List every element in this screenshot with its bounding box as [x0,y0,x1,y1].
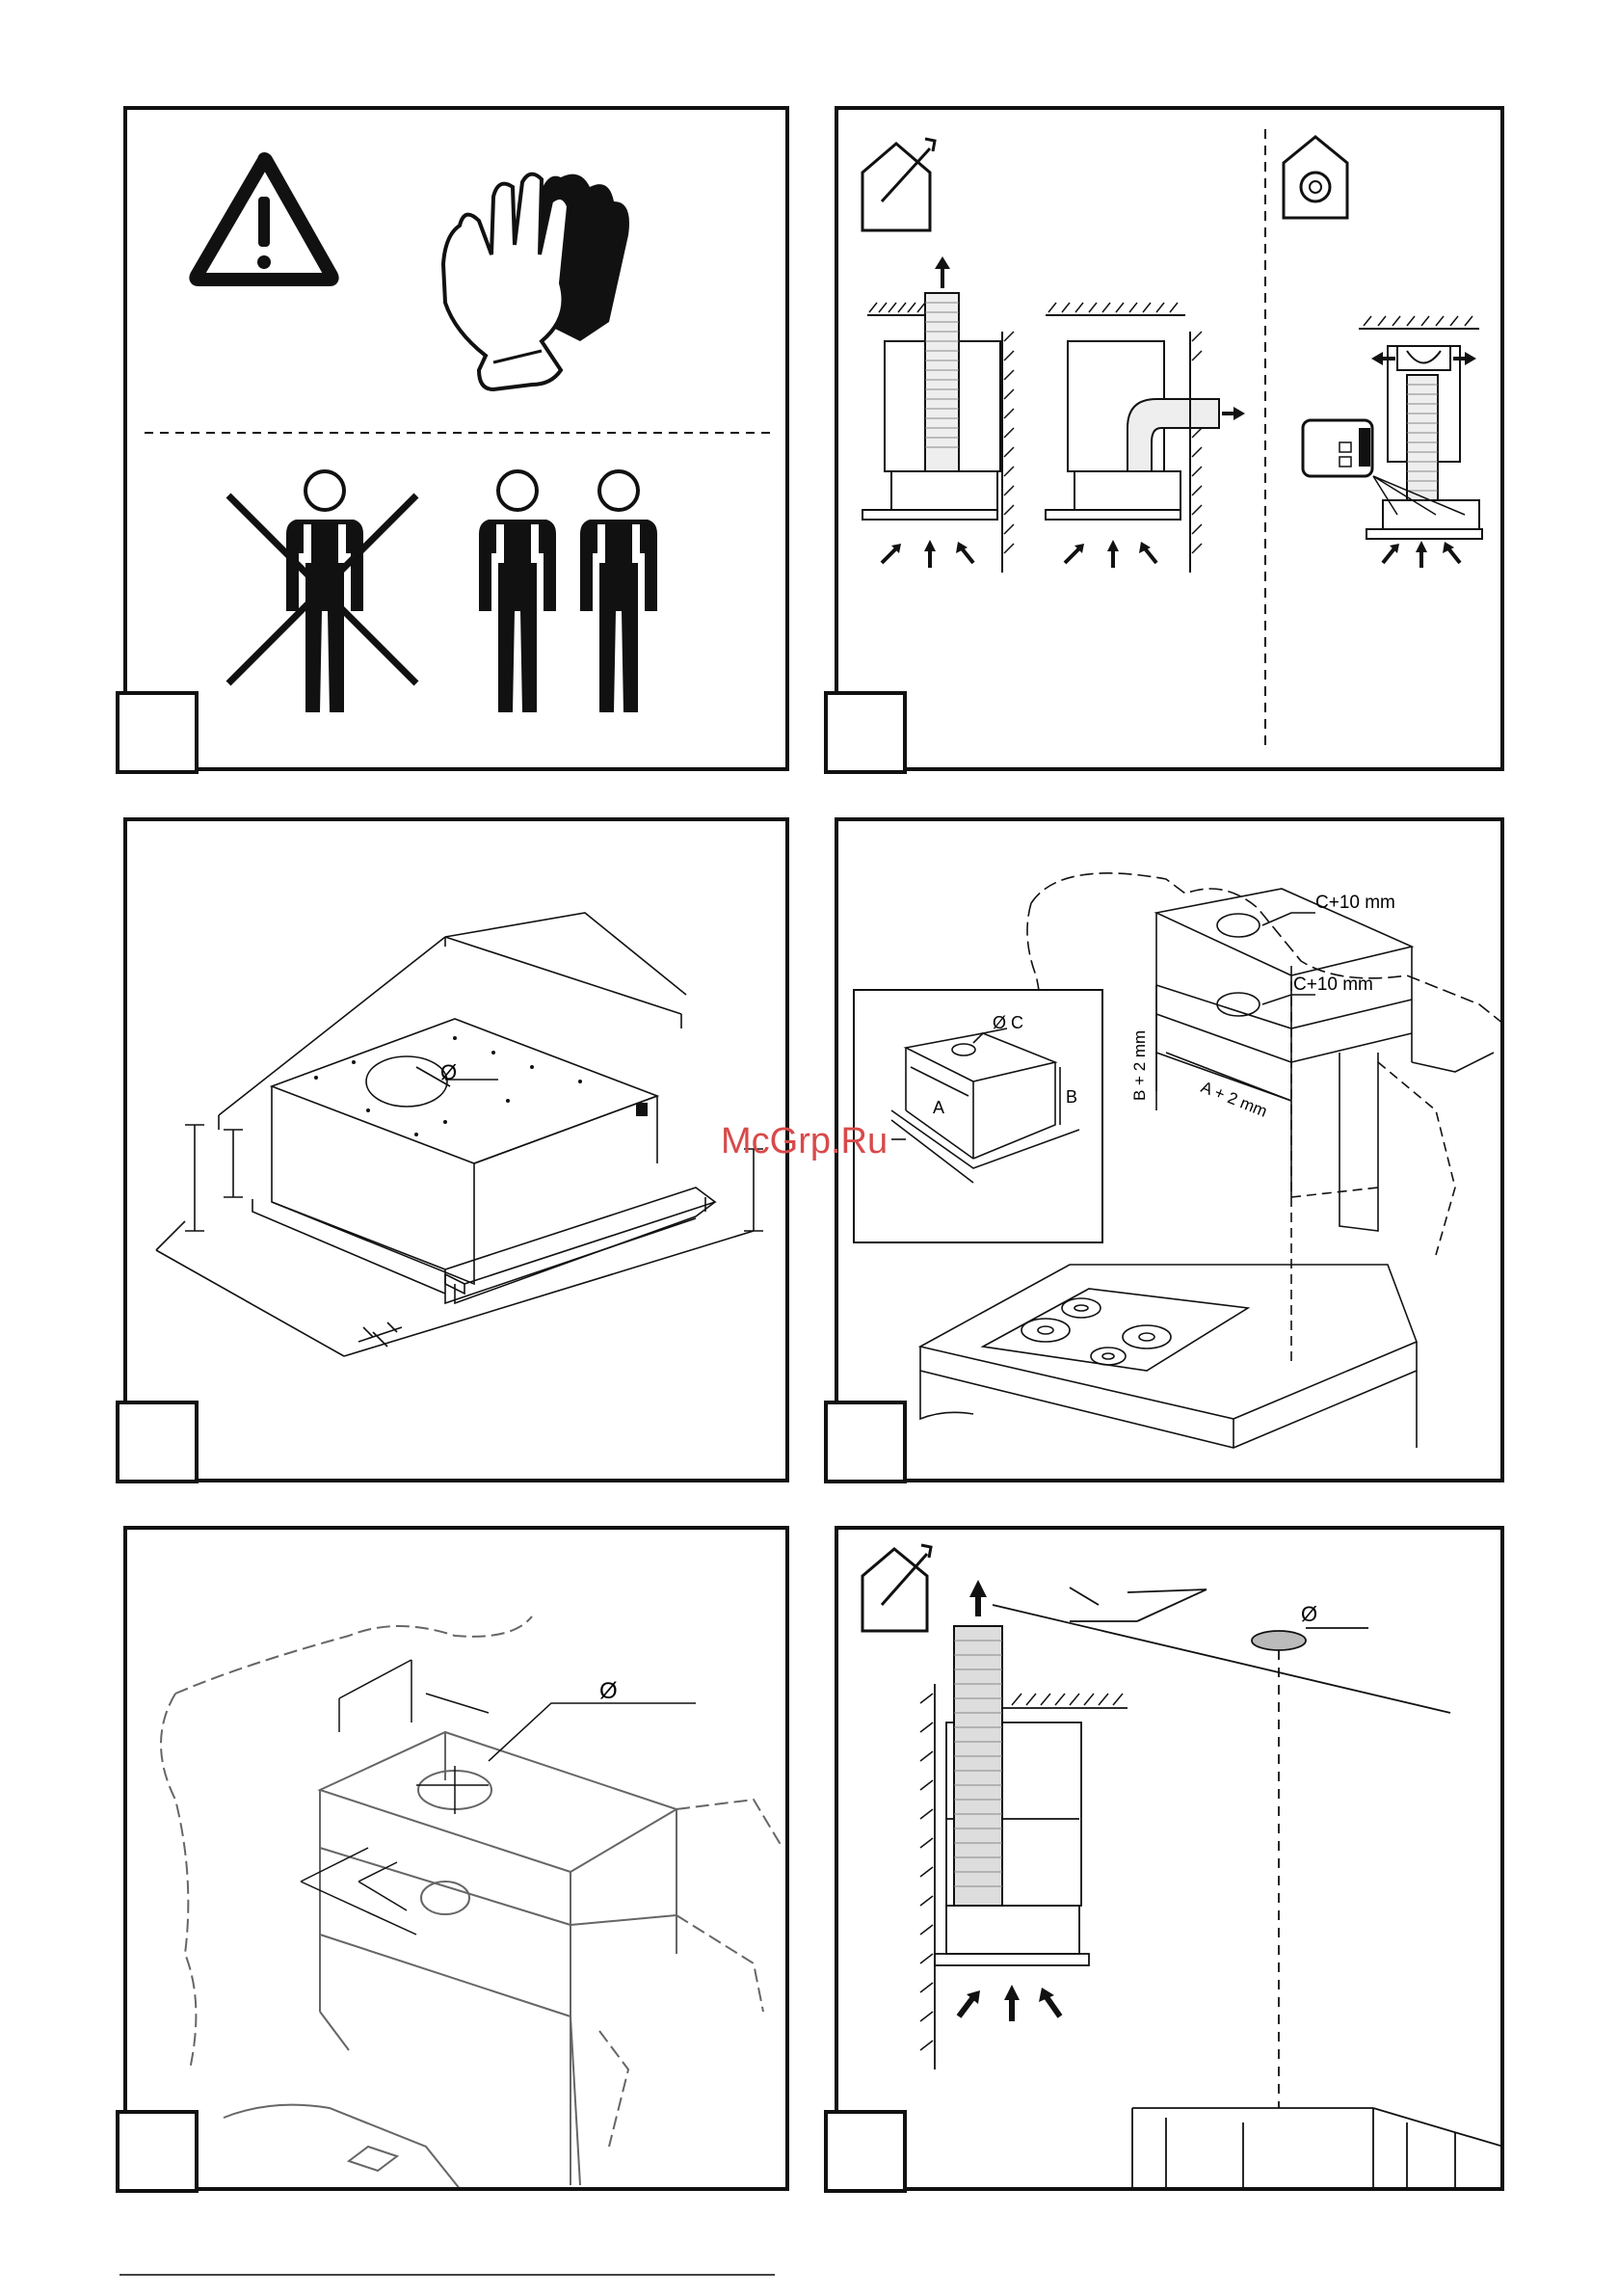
cabinet-hole-marking-panel: Ø [123,1526,789,2191]
ceiling-duct-panel: Ø [835,1526,1504,2191]
label-c-plus-10-upper: C+10 mm [1315,893,1395,913]
panel-number-box-6 [824,2110,907,2193]
exhaust-vertical-drawing [862,256,1014,573]
safety-drawing [127,110,789,771]
exhaust-mode-icon [862,1545,931,1631]
label-diameter-c: Ø C [993,1013,1023,1032]
ceiling-diameter-label: Ø [1301,1602,1317,1626]
cabinet-diameter-label: Ø [599,1678,618,1704]
exhaust-horizontal-drawing [1046,303,1245,573]
footer-rule [119,2274,775,2276]
panel-number-box-4 [824,1401,907,1483]
panel-number-box-5 [116,2110,199,2193]
label-a-plus-2: A + 2 mm [1199,1078,1270,1121]
panel-number-box-3 [116,1401,199,1483]
hood-drawing: Ø [127,821,789,1482]
recirculation-drawing [1303,316,1482,568]
recirculation-mode-icon [1284,137,1347,218]
ventilation-drawing [838,110,1504,771]
panel-number-box-1 [116,691,199,774]
label-dim-b: B [1066,1087,1077,1107]
hood-diameter-label: Ø [440,1060,457,1084]
label-b-plus-2: B + 2 mm [1130,1030,1149,1101]
single-installer-crossed-icon [228,471,416,712]
cabinet-drawing: C+10 mm C+10 mm B + 2 mm A + 2 mm Ø C A … [838,821,1504,1482]
two-installers-icon [479,471,657,712]
ceiling-duct-drawing: Ø [838,1530,1504,2191]
gloves-icon [443,174,629,389]
cabinet-cutout-panel: C+10 mm C+10 mm B + 2 mm A + 2 mm Ø C A … [835,817,1504,1482]
hood-dimensions-panel: Ø [123,817,789,1482]
exhaust-mode-icon [862,139,935,230]
watermark-text: McGrp.Ru [721,1121,888,1162]
label-dim-a: A [933,1098,944,1117]
cabinet-hole-drawing: Ø [127,1530,789,2191]
ventilation-modes-panel [835,106,1504,771]
label-c-plus-10-lower: C+10 mm [1293,974,1373,995]
warning-icon [196,159,332,280]
safety-panel [123,106,789,771]
panel-number-box-2 [824,691,907,774]
